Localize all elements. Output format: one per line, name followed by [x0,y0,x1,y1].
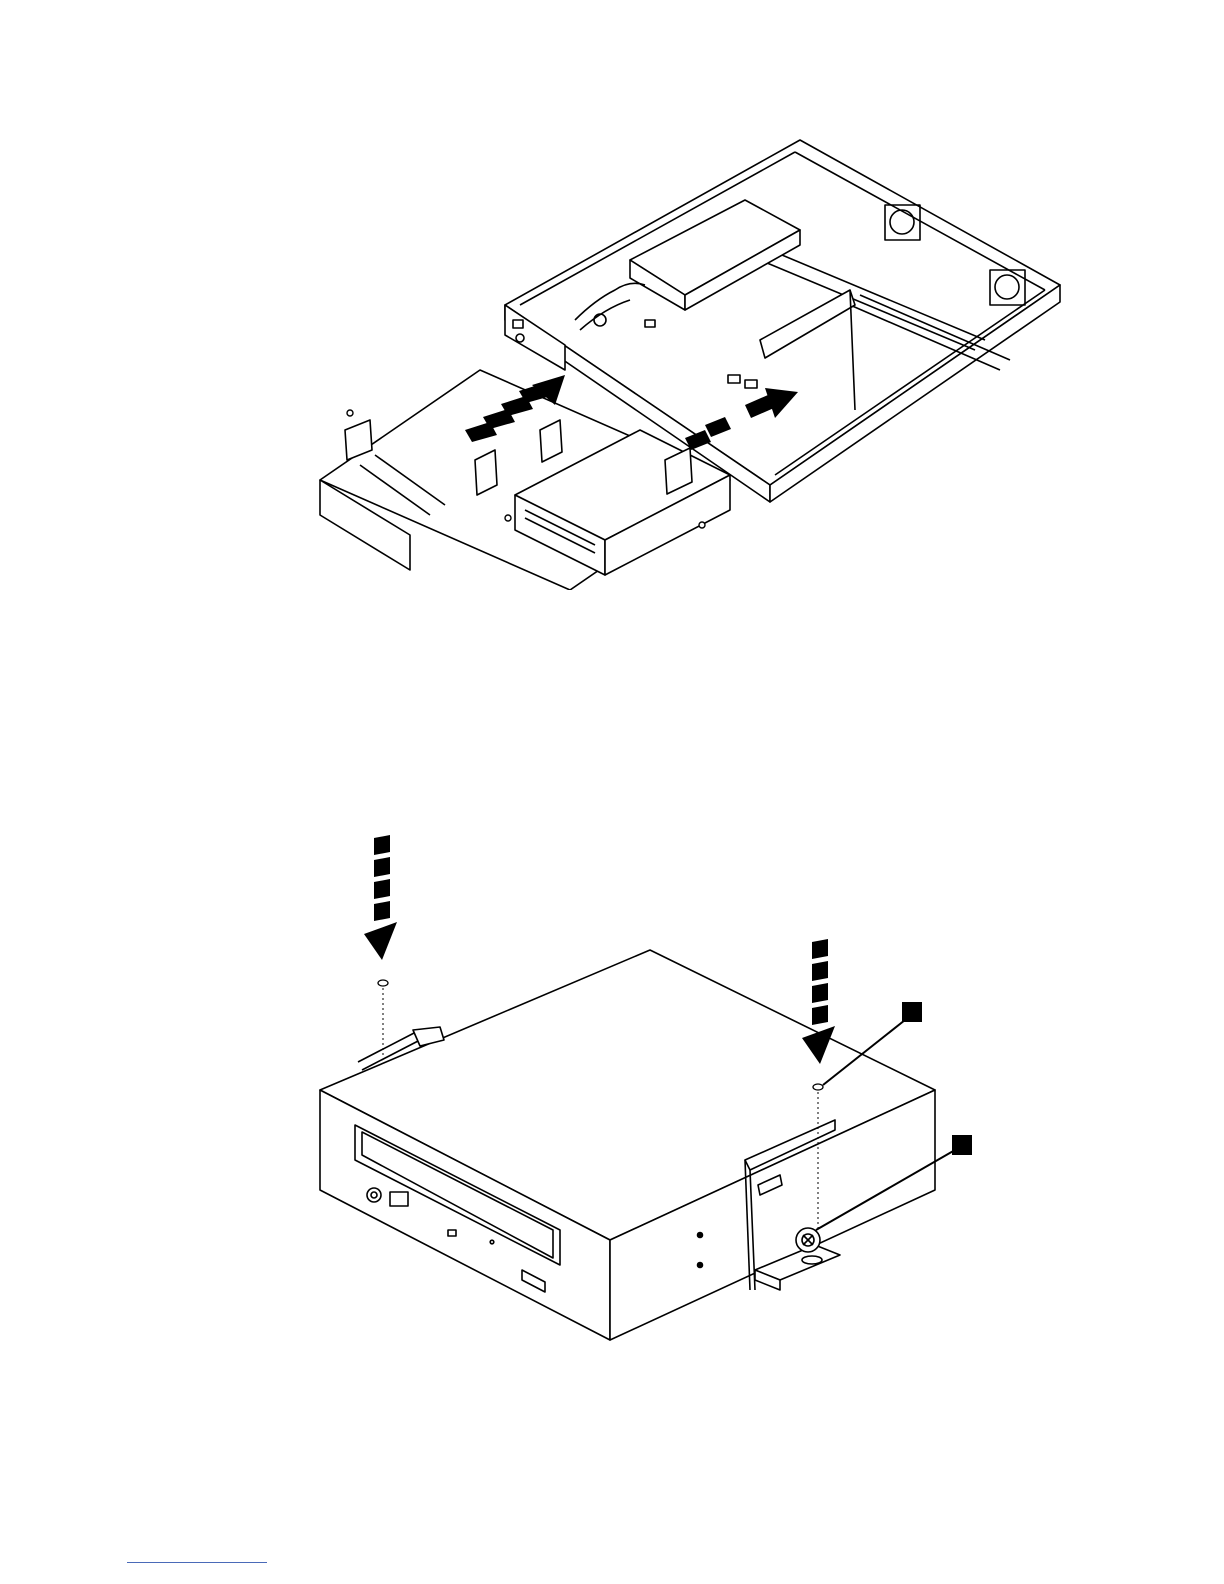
screw [378,980,388,1055]
chassis-exploded-drawing [0,130,1224,590]
drive-bracket-figure [0,830,1224,1360]
drive-bracket-drawing [0,830,1224,1360]
footer-rule [127,1562,267,1563]
optical-drive [320,950,935,1340]
chassis-exploded-figure [0,130,1224,590]
down-arrow [364,835,397,960]
